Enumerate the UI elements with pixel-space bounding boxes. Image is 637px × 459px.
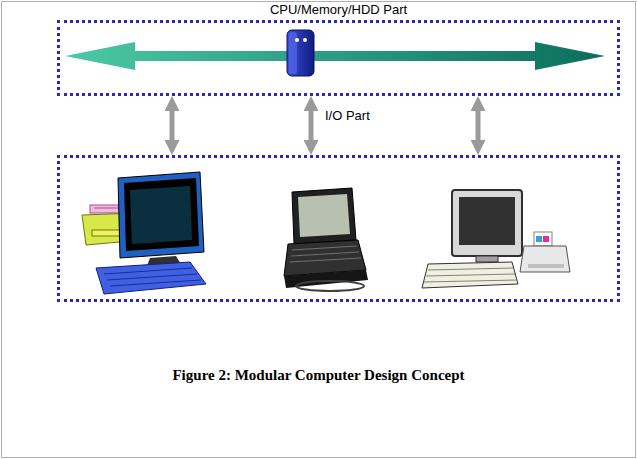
desktop-with-printer-left — [82, 172, 206, 294]
band-heading: I/O Part — [325, 108, 637, 123]
figure-caption: Figure 2: Modular Computer Design Concep… — [0, 366, 637, 384]
io-link-arrow — [170, 108, 175, 143]
io-band: I/O Part — [57, 155, 620, 302]
band-heading: CPU/Memory/HDD Part — [60, 2, 617, 17]
desktop-with-printer-right — [422, 190, 570, 288]
io-link-arrow — [476, 108, 481, 143]
laptop-middle — [284, 188, 368, 291]
cpu-icon — [287, 30, 314, 76]
cpu-memory-band: CPU/Memory/HDD Part — [57, 20, 620, 96]
bus-arrow — [65, 42, 605, 70]
io-link-arrow — [309, 108, 314, 143]
